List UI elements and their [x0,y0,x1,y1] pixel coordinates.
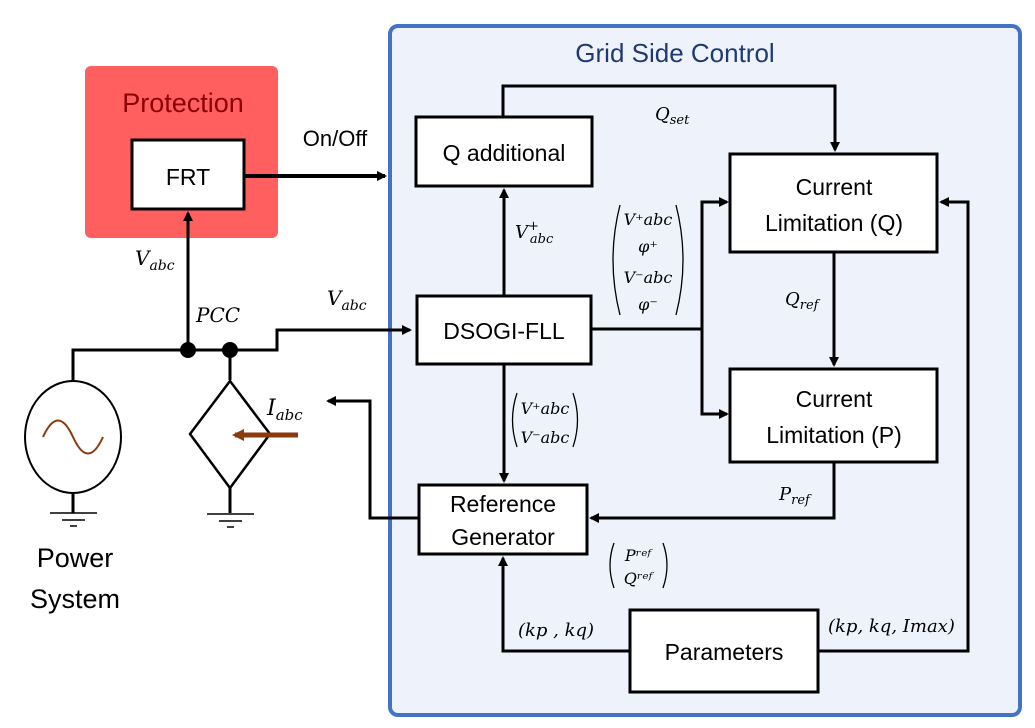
dsogi-output-vector-label: V⁺abc φ⁺ V⁻abc φ⁻ [612,204,684,316]
p-ref-label: Pref [778,484,812,508]
svg-text:Current: Current [796,386,873,412]
current-limitation-p-block[interactable]: Current Limitation (P) [728,367,939,464]
parameters-label: Parameters [665,639,784,665]
svg-text:φ⁻: φ⁻ [638,295,658,314]
dsogi-fll-label: DSOGI-FLL [443,318,565,344]
iabc-command-line [326,396,419,520]
q-additional-block[interactable]: Q additional [414,115,594,188]
svg-text:Current: Current [796,174,873,200]
pcc-node-1 [180,342,196,358]
grid-side-control-title: Grid Side Control [575,38,774,68]
svg-text:Qʳᵉᶠ: Qʳᵉᶠ [624,569,655,588]
on-off-label: On/Off [303,126,368,151]
q-additional-label: Q additional [443,140,566,166]
dsogi-down-vector-label: V⁺abc V⁻abc [511,392,579,448]
pcc-label: PCC [195,303,240,327]
to-current-limit-p-line [700,329,729,419]
kp-kq-imax-label: (kp, kq, Imax) [828,616,955,637]
svg-text:V⁺abc: V⁺abc [624,210,673,229]
svg-text:Limitation (P): Limitation (P) [766,422,901,448]
svg-text:Reference: Reference [450,491,556,517]
parameters-block[interactable]: Parameters [628,608,820,694]
kp-kq-line [498,556,630,653]
reference-output-vector-label: Pʳᵉᶠ Qʳᵉᶠ [609,542,668,589]
svg-text:Limitation (Q): Limitation (Q) [765,210,903,236]
svg-text:V⁻abc: V⁻abc [521,428,570,447]
power-system-label-line1: Power [37,543,114,573]
to-current-limit-q-line [700,197,729,329]
svg-text:V⁺abc: V⁺abc [521,399,570,418]
vabc-bus-label: Vabc [327,286,367,314]
iabc-label: Iabc [266,396,303,424]
power-system-label-line2: System [30,584,120,614]
v-abc-plus-label: V+abc [515,219,554,247]
frt-label: FRT [166,164,210,190]
pcc-bus-line [71,325,412,390]
q-set-label: Qset [655,104,690,128]
ground-icon [50,512,97,527]
ac-voltage-source-icon [24,380,122,513]
svg-text:Pʳᵉᶠ: Pʳᵉᶠ [624,546,654,565]
kp-kq-imax-line [818,197,970,653]
frt-block[interactable]: FRT [130,138,246,211]
vabc-frt-label: Vabc [135,246,175,274]
ground-icon [207,513,254,528]
dsogi-fll-block[interactable]: DSOGI-FLL [415,294,593,366]
p-ref-line [589,462,836,523]
dependent-current-source-icon [188,350,298,513]
protection-title: Protection [122,88,244,118]
q-ref-label: Qref [785,289,821,313]
svg-text:Generator: Generator [451,524,555,550]
q-set-line [501,84,840,152]
svg-text:φ⁺: φ⁺ [638,237,658,256]
current-limitation-q-block[interactable]: Current Limitation (Q) [728,152,939,254]
reference-generator-block[interactable]: Reference Generator [417,483,589,556]
svg-text:V⁻abc: V⁻abc [624,268,673,287]
kp-kq-label: (kp , kq) [518,620,594,641]
